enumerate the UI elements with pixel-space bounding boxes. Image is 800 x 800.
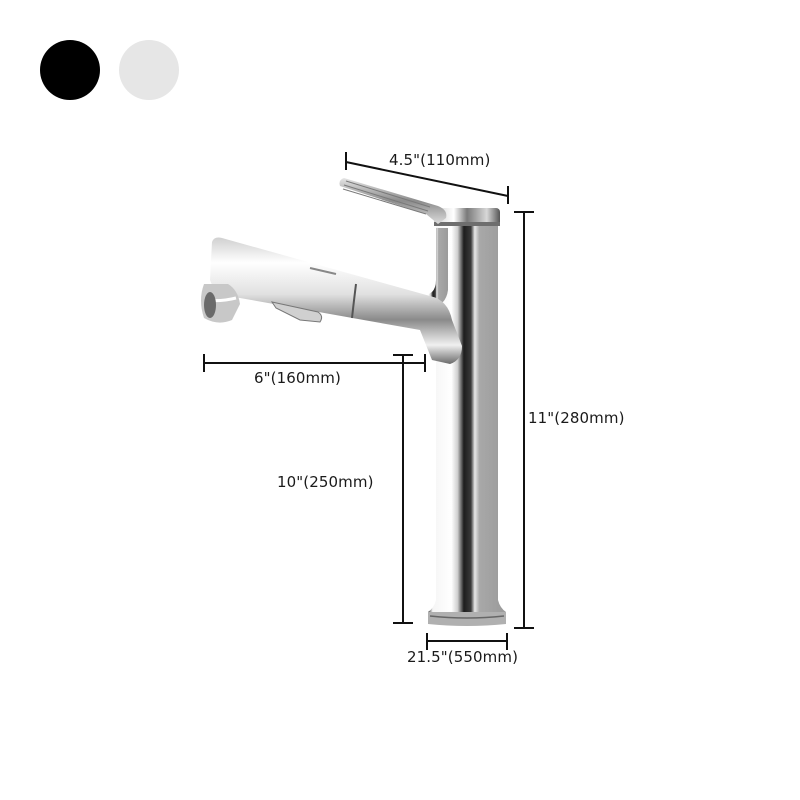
dimension-lines (203, 152, 534, 650)
faucet-handle (339, 178, 447, 224)
color-swatch-white[interactable] (119, 40, 179, 100)
dim-label-base-diameter: 21.5"(550mm) (407, 648, 519, 666)
dim-label-spout-height: 10"(250mm) (277, 473, 374, 491)
faucet-spout (201, 228, 462, 364)
dim-label-spout-reach: 6"(160mm) (254, 369, 341, 387)
color-swatch-black[interactable] (40, 40, 100, 100)
dim-label-total-height: 11"(280mm) (528, 409, 625, 427)
dim-label-handle-length: 4.5"(110mm) (389, 151, 491, 169)
